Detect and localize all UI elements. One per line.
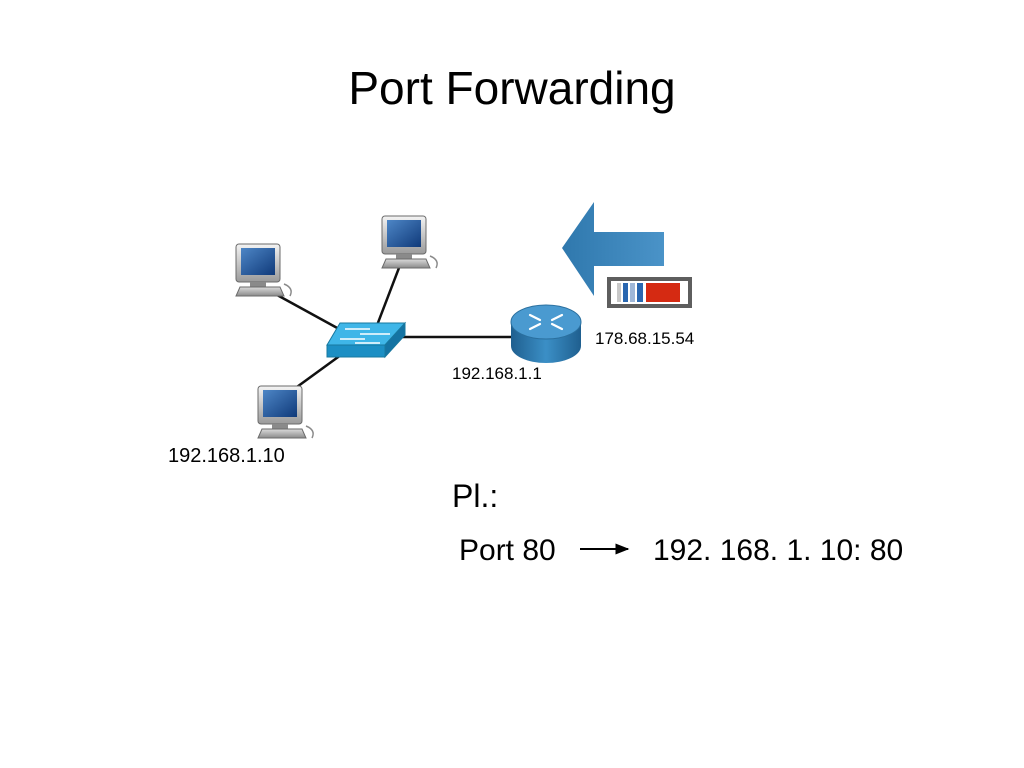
router-icon	[510, 304, 582, 363]
slide-title: Port Forwarding	[348, 62, 676, 114]
link-switch-pc-left	[267, 288, 351, 337]
network-links	[267, 259, 515, 394]
packet-icon	[607, 277, 692, 308]
link-switch-pc-bottom	[289, 350, 346, 394]
computer-icon-host	[257, 385, 314, 439]
computer-icon-top	[381, 215, 438, 269]
inbound-traffic-arrow	[562, 202, 664, 296]
link-switch-pc-top	[374, 259, 404, 329]
switch-icon	[326, 321, 407, 359]
host-ip-label: 192.168.1.10	[168, 445, 285, 467]
computer-icon-left	[235, 243, 292, 297]
router-wan-ip-label: 178.68.15.54	[595, 329, 695, 348]
rule-destination-label: 192. 168. 1. 10: 80	[653, 534, 904, 567]
example-heading: Pl.:	[452, 478, 499, 514]
rule-port-label: Port 80	[459, 534, 556, 567]
router-lan-ip-label: 192.168.1.1	[452, 364, 542, 383]
